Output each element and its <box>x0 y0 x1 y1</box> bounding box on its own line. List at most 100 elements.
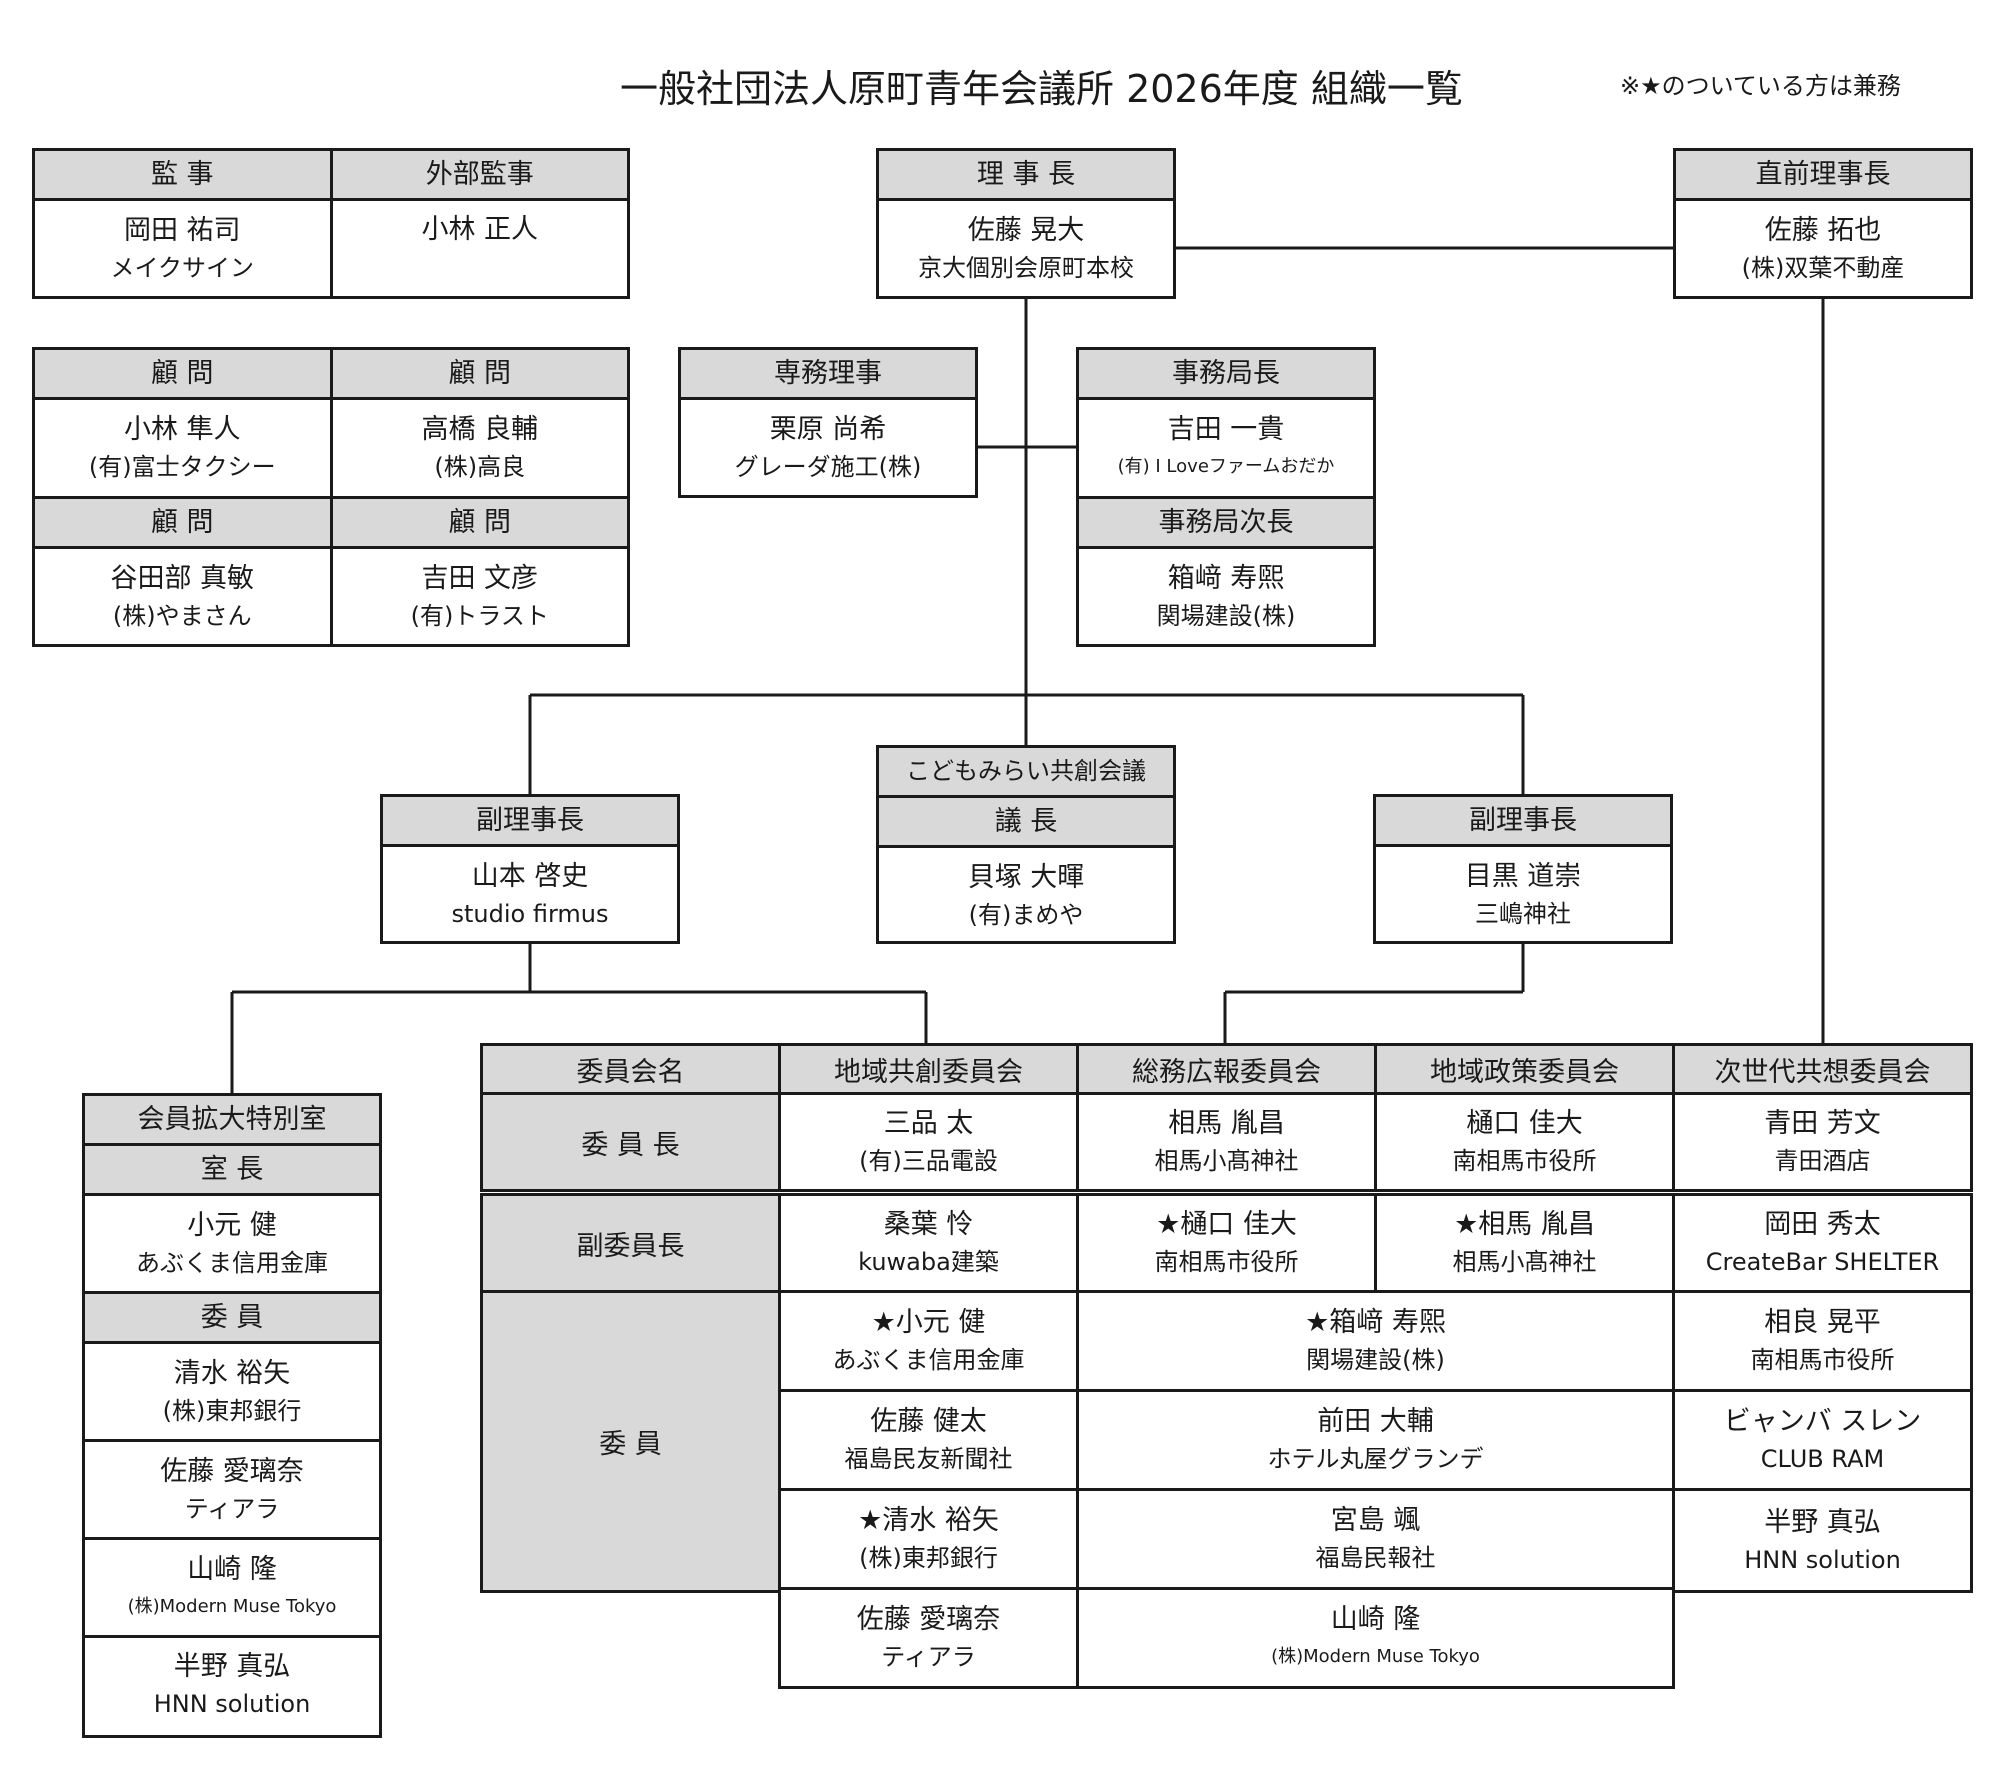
external-auditor-name: 小林 正人 <box>421 214 539 245</box>
kodomo-chair-name: 貝塚 大暉 <box>967 861 1085 893</box>
office-chief-role: 室 長 <box>85 1146 379 1193</box>
committee-name: 地域政策委員会 <box>1374 1043 1675 1095</box>
auditors-box: 監 事 外部監事 岡田 祐司 メイクサイン 小林 正人 <box>32 148 630 299</box>
page-title: 一般社団法人原町青年会議所 2026年度 組織一覧 <box>620 67 1463 111</box>
vice-president-left-name: 山本 啓史 <box>471 860 589 892</box>
vice-president-left-org: studio firmus <box>451 899 609 928</box>
member-name: 半野 真弘 <box>1764 1506 1881 1538</box>
advisor-cell: 小林 隼人 (有)富士タクシー <box>35 400 330 496</box>
office-chief-org: あぶくま信用金庫 <box>136 1248 328 1277</box>
auditor-cell: 岡田 祐司 メイクサイン <box>35 201 330 296</box>
member-org: 福島民友新聞社 <box>844 1445 1013 1473</box>
vice-president-right-box: 副理事長 目黒 道崇 三嶋神社 <box>1373 794 1673 944</box>
vice-president-right-name: 目黒 道崇 <box>1464 860 1582 892</box>
past-president-role: 直前理事長 <box>1676 151 1970 198</box>
executive-director-box: 専務理事 栗原 尚希 グレーダ施工(株) <box>678 347 978 498</box>
vice-president-right-role: 副理事長 <box>1376 797 1670 844</box>
chair-cell: 三品 太 (有)三品電設 <box>778 1092 1079 1192</box>
office-member-cell: 山崎 隆 (株)Modern Muse Tokyo <box>85 1540 379 1635</box>
advisor-header: 顧 問 <box>35 350 330 397</box>
deputy-secretary-name: 箱﨑 寿煕 <box>1167 563 1285 594</box>
chair-org: 南相馬市役所 <box>1452 1147 1597 1175</box>
deputy-secretary-cell: 箱﨑 寿煕 関場建設(株) <box>1079 549 1373 645</box>
president-cell: 佐藤 晃大 京大個別会原町本校 <box>879 201 1173 296</box>
vice-president-left-cell: 山本 啓史 studio firmus <box>383 847 677 942</box>
vice-chair-cell: ★樋口 佳大 南相馬市役所 <box>1076 1193 1377 1293</box>
office-member-name: 清水 裕矢 <box>173 1357 291 1389</box>
executive-director-name: 栗原 尚希 <box>769 413 887 445</box>
advisors-box: 顧 問 顧 問 小林 隼人 (有)富士タクシー 高橋 良輔 (株)高良 顧 問 … <box>32 347 630 647</box>
member-label: 委 員 <box>480 1290 781 1593</box>
advisors-header-row-1: 顧 問 顧 問 <box>35 350 627 397</box>
shared-member-cell: ★箱﨑 寿煕 関場建設(株) <box>1076 1290 1675 1392</box>
vice-chair-label: 副委員長 <box>480 1193 781 1293</box>
vice-chair-name: ★相馬 胤昌 <box>1454 1209 1595 1240</box>
vice-chair-name: ★樋口 佳大 <box>1156 1209 1297 1240</box>
office-member-org: HNN solution <box>153 1689 311 1718</box>
member-org: (株)Modern Muse Tokyo <box>1271 1646 1480 1667</box>
member-cell: 相良 晃平 南相馬市役所 <box>1672 1290 1973 1392</box>
advisor-org: (株)高良 <box>434 453 526 481</box>
office-chief-cell: 小元 健 あぶくま信用金庫 <box>85 1196 379 1291</box>
past-president-name: 佐藤 拓也 <box>1764 214 1882 246</box>
external-auditor-cell: 小林 正人 <box>329 201 628 296</box>
advisor-org: (株)やまさん <box>112 602 252 630</box>
kodomo-chair-cell: 貝塚 大暉 (有)まめや <box>879 848 1173 943</box>
office-member-org: (株)東邦銀行 <box>162 1396 302 1425</box>
chair-org: 相馬小髙神社 <box>1154 1147 1299 1175</box>
member-org: ティアラ <box>881 1643 976 1671</box>
advisor-name: 高橋 良輔 <box>421 414 539 445</box>
advisor-header: 顧 問 <box>35 499 330 546</box>
member-org: CLUB RAM <box>1760 1445 1885 1473</box>
secretariat-box: 事務局長 吉田 一貴 (有) I Loveファームおだか 事務局次長 箱﨑 寿煕… <box>1076 347 1376 647</box>
chair-name: 相馬 胤昌 <box>1168 1108 1285 1139</box>
chair-cell: 青田 芳文 青田酒店 <box>1672 1092 1973 1192</box>
chair-cell: 相馬 胤昌 相馬小髙神社 <box>1076 1092 1377 1192</box>
concurrent-note: ※★のついている方は兼務 <box>1620 72 1901 100</box>
member-org: (株)東邦銀行 <box>859 1544 998 1572</box>
member-cell: 佐藤 健太 福島民友新聞社 <box>778 1389 1079 1491</box>
auditors-body-row: 岡田 祐司 メイクサイン 小林 正人 <box>35 198 627 296</box>
past-president-cell: 佐藤 拓也 (株)双葉不動産 <box>1676 201 1970 296</box>
president-role: 理 事 長 <box>879 151 1173 198</box>
vice-president-left-box: 副理事長 山本 啓史 studio firmus <box>380 794 680 944</box>
vice-chair-org: 南相馬市役所 <box>1154 1248 1299 1276</box>
past-president-box: 直前理事長 佐藤 拓也 (株)双葉不動産 <box>1673 148 1973 299</box>
secretary-general-role: 事務局長 <box>1079 350 1373 397</box>
advisor-name: 小林 隼人 <box>123 414 241 445</box>
vice-president-right-org: 三嶋神社 <box>1475 899 1571 928</box>
vice-chair-cell: 桑葉 怜 kuwaba建築 <box>778 1193 1079 1293</box>
advisor-cell: 谷田部 真敏 (株)やまさん <box>35 549 330 645</box>
chair-name: 樋口 佳大 <box>1466 1108 1583 1139</box>
auditor-org: メイクサイン <box>110 253 255 282</box>
member-org: 南相馬市役所 <box>1750 1346 1895 1374</box>
member-cell: 半野 真弘 HNN solution <box>1672 1488 1973 1593</box>
member-org: 福島民報社 <box>1315 1544 1436 1572</box>
advisor-org: (有)トラスト <box>410 602 549 630</box>
kodomo-chair-org: (有)まめや <box>968 900 1084 929</box>
office-member-cell: 半野 真弘 HNN solution <box>85 1638 379 1731</box>
vice-president-right-cell: 目黒 道崇 三嶋神社 <box>1376 847 1670 942</box>
member-name: ★箱﨑 寿煕 <box>1305 1307 1446 1338</box>
member-name: ビャンバ スレン <box>1723 1406 1922 1437</box>
chair-label: 委 員 長 <box>480 1092 781 1192</box>
advisor-name: 谷田部 真敏 <box>110 563 255 594</box>
auditor-header: 監 事 <box>35 151 330 198</box>
auditor-name: 岡田 祐司 <box>123 214 241 246</box>
advisors-body-row-2: 谷田部 真敏 (株)やまさん 吉田 文彦 (有)トラスト <box>35 546 627 645</box>
member-org: あぶくま信用金庫 <box>832 1346 1025 1374</box>
external-auditor-header: 外部監事 <box>329 151 627 198</box>
office-members-role: 委 員 <box>85 1294 379 1341</box>
president-org: 京大個別会原町本校 <box>918 253 1134 282</box>
deputy-secretary-role: 事務局次長 <box>1079 499 1373 546</box>
member-org: HNN solution <box>1744 1545 1901 1574</box>
kodomo-chair-role: 議 長 <box>879 798 1173 845</box>
executive-director-org: グレーダ施工(株) <box>734 452 922 481</box>
secretary-general-name: 吉田 一貴 <box>1167 414 1285 445</box>
secretary-general-cell: 吉田 一貴 (有) I Loveファームおだか <box>1079 400 1373 496</box>
office-member-cell: 清水 裕矢 (株)東邦銀行 <box>85 1344 379 1439</box>
member-name: ★清水 裕矢 <box>858 1505 999 1536</box>
executive-director-role: 専務理事 <box>681 350 975 397</box>
vice-chair-org: CreateBar SHELTER <box>1705 1248 1940 1276</box>
committee-label-header: 委員会名 <box>480 1043 781 1095</box>
